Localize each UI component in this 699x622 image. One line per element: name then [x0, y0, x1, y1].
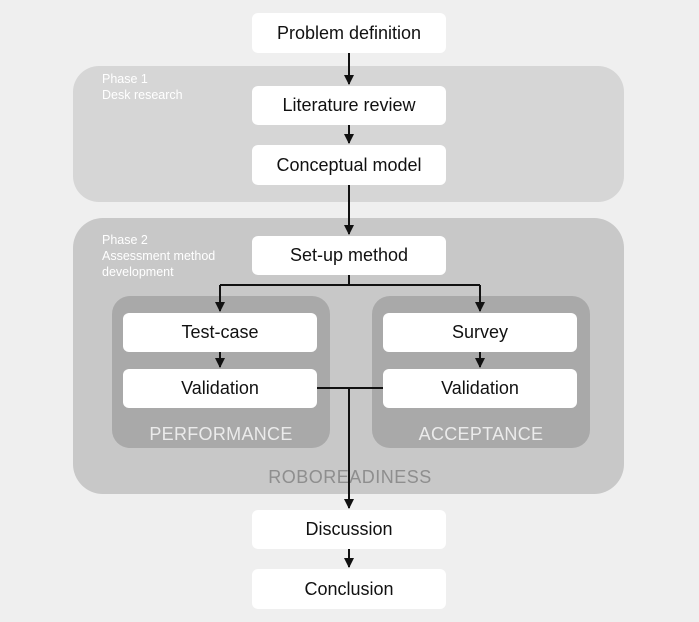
problem-definition-box: Problem definition — [252, 13, 446, 53]
setup-method-box: Set-up method — [252, 236, 446, 275]
discussion-box: Discussion — [252, 510, 446, 549]
test-case-box: Test-case — [123, 313, 317, 352]
phase1-label: Phase 1 Desk research — [102, 71, 183, 103]
phase1-subtitle: Desk research — [102, 88, 183, 102]
validation-right-box: Validation — [383, 369, 577, 408]
phase2-label: Phase 2 Assessment method development — [102, 232, 215, 280]
conclusion-box: Conclusion — [252, 569, 446, 609]
literature-review-box: Literature review — [252, 86, 446, 125]
performance-label: PERFORMANCE — [149, 424, 293, 444]
phase2-subtitle-line1: Assessment method — [102, 249, 216, 263]
validation-left-box: Validation — [123, 369, 317, 408]
phase2-subtitle-line2: development — [102, 265, 174, 279]
acceptance-label: ACCEPTANCE — [418, 424, 544, 444]
phase1-title: Phase 1 — [102, 72, 148, 86]
survey-box: Survey — [383, 313, 577, 352]
phase2-title: Phase 2 — [102, 233, 148, 247]
conceptual-model-box: Conceptual model — [252, 145, 446, 185]
